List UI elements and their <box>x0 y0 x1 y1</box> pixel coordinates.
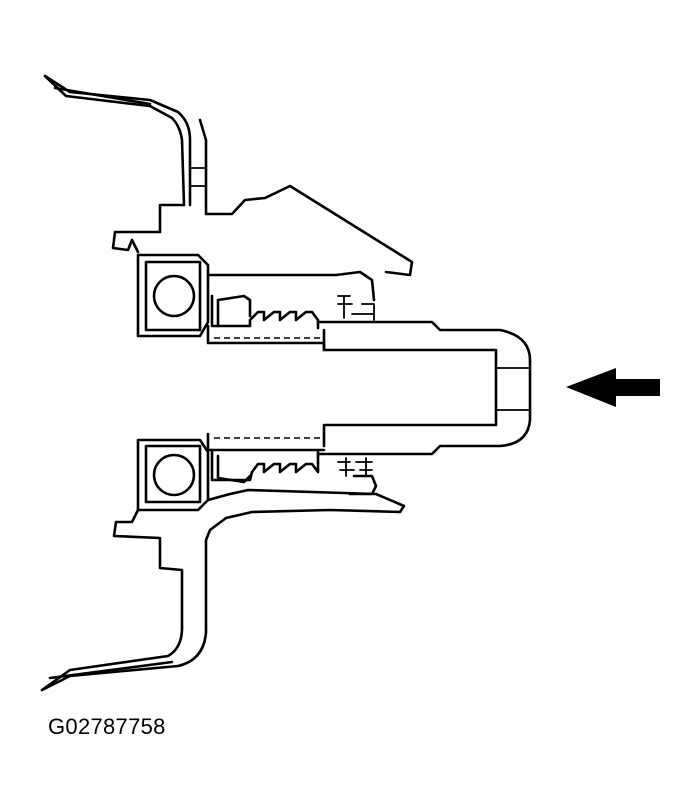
seal-lower <box>210 448 378 496</box>
housing-upper <box>43 74 414 277</box>
seal-upper <box>206 270 376 330</box>
bearing-ball-upper <box>152 274 196 318</box>
bearing-lower <box>136 438 210 512</box>
housing-lower <box>40 488 406 692</box>
bearing-upper <box>136 253 210 338</box>
bearing-ball-lower <box>152 453 196 497</box>
figure-id-label: G02787758 <box>48 714 166 739</box>
installer-tool <box>206 320 532 456</box>
left-arrow-icon <box>566 368 660 407</box>
